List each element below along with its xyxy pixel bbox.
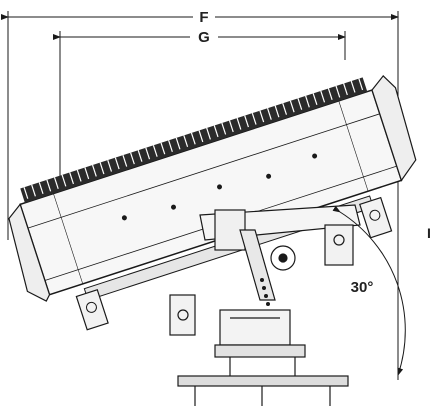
- dimension-f-label: F: [199, 9, 208, 26]
- left-end-cap: [8, 203, 51, 302]
- left-outrigger: [75, 288, 109, 331]
- comb-teeth-detail: [23, 78, 364, 199]
- bolt-holes: [121, 153, 318, 221]
- dimension-g-label: G: [198, 29, 210, 46]
- tilted-deck-assembly: [8, 74, 417, 331]
- dimension-height-label: I: [427, 225, 431, 241]
- tilt-angle-arc: [332, 205, 406, 376]
- tilt-mechanism: [214, 209, 296, 301]
- base-platform: [177, 375, 349, 406]
- tilt-angle-label: 30°: [351, 279, 374, 296]
- dimension-f-line: [1, 11, 399, 240]
- right-end-cap: [371, 74, 417, 182]
- pedestal: [214, 309, 306, 376]
